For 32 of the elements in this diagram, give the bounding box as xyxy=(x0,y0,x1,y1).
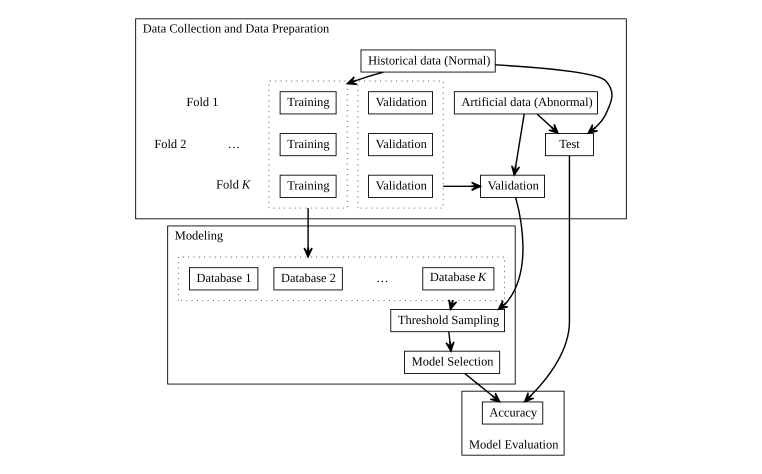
arrow xyxy=(524,156,570,402)
node-box: Training xyxy=(280,91,337,114)
node-box: Database K xyxy=(422,267,494,290)
node-box: Threshold Sampling xyxy=(390,309,505,332)
node-box: Validation xyxy=(368,91,433,114)
arrow xyxy=(498,197,524,310)
label: Fold 1 xyxy=(186,95,218,110)
node-box: Artificial data (Abnormal) xyxy=(454,91,598,114)
node-box: Model Selection xyxy=(404,350,500,374)
node-box: Training xyxy=(280,174,337,198)
label: … xyxy=(376,271,389,286)
label: … xyxy=(228,136,240,151)
node-box: Database 1 xyxy=(189,267,258,290)
node-box: Validation xyxy=(368,133,433,156)
arrow xyxy=(445,332,455,352)
node-box: Validation xyxy=(368,174,433,198)
cluster xyxy=(357,80,444,209)
arrow xyxy=(495,64,613,134)
arrow xyxy=(443,182,482,192)
label: Fold 2 xyxy=(154,136,186,151)
arrow xyxy=(303,208,313,258)
label: Fold K xyxy=(216,178,250,192)
node-box: Database 2 xyxy=(273,267,343,290)
node-box: Historical data (Normal) xyxy=(360,49,496,73)
node-box: Accuracy xyxy=(482,401,544,425)
cluster xyxy=(268,80,348,209)
node-box: Validation xyxy=(480,174,545,198)
node-box: Test xyxy=(545,133,594,156)
arrow xyxy=(346,72,384,86)
arrow xyxy=(511,114,525,176)
node-box: Training xyxy=(280,133,337,156)
arrow xyxy=(536,113,559,134)
